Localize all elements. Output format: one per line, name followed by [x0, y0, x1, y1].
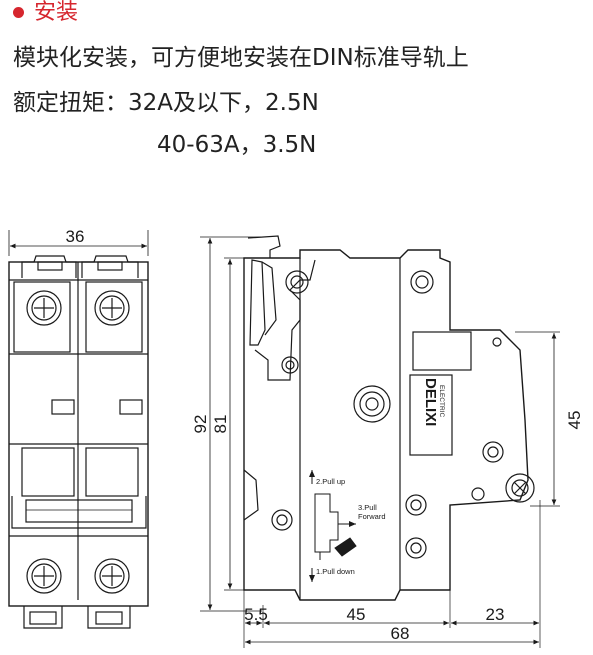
height-total-label: 92	[191, 415, 210, 434]
install-description: 模块化安装，可方便地安装在DIN标准导轨上	[13, 45, 469, 71]
pull-up-label: 2.Pull up	[316, 477, 345, 486]
bottom-total-label: 68	[391, 624, 410, 643]
height-body-label: 81	[211, 415, 230, 434]
torque-line-2: 40-63A，3.5N	[157, 132, 317, 158]
title-bullet	[13, 7, 24, 18]
pull-down-label: 1.Pull down	[316, 567, 355, 576]
pull-forward-label-2: Forward	[358, 512, 386, 521]
pull-forward-label-1: 3.Pull	[358, 503, 377, 512]
front-view	[8, 230, 149, 629]
pull-direction-graphic	[309, 470, 357, 582]
front-width-label: 36	[66, 227, 85, 246]
bottom-mid-label: 45	[347, 605, 366, 624]
side-view	[200, 235, 560, 648]
section-title: 安装	[34, 0, 79, 25]
brand-sub-text: ELECTRIC	[438, 385, 445, 417]
bottom-right-label: 23	[486, 605, 505, 624]
height-right-label: 45	[565, 411, 584, 430]
brand-logo-text: DELIXI	[422, 378, 439, 426]
torque-line-1: 额定扭矩：32A及以下，2.5N	[13, 90, 319, 116]
bottom-left-label: 5.5	[244, 605, 268, 624]
